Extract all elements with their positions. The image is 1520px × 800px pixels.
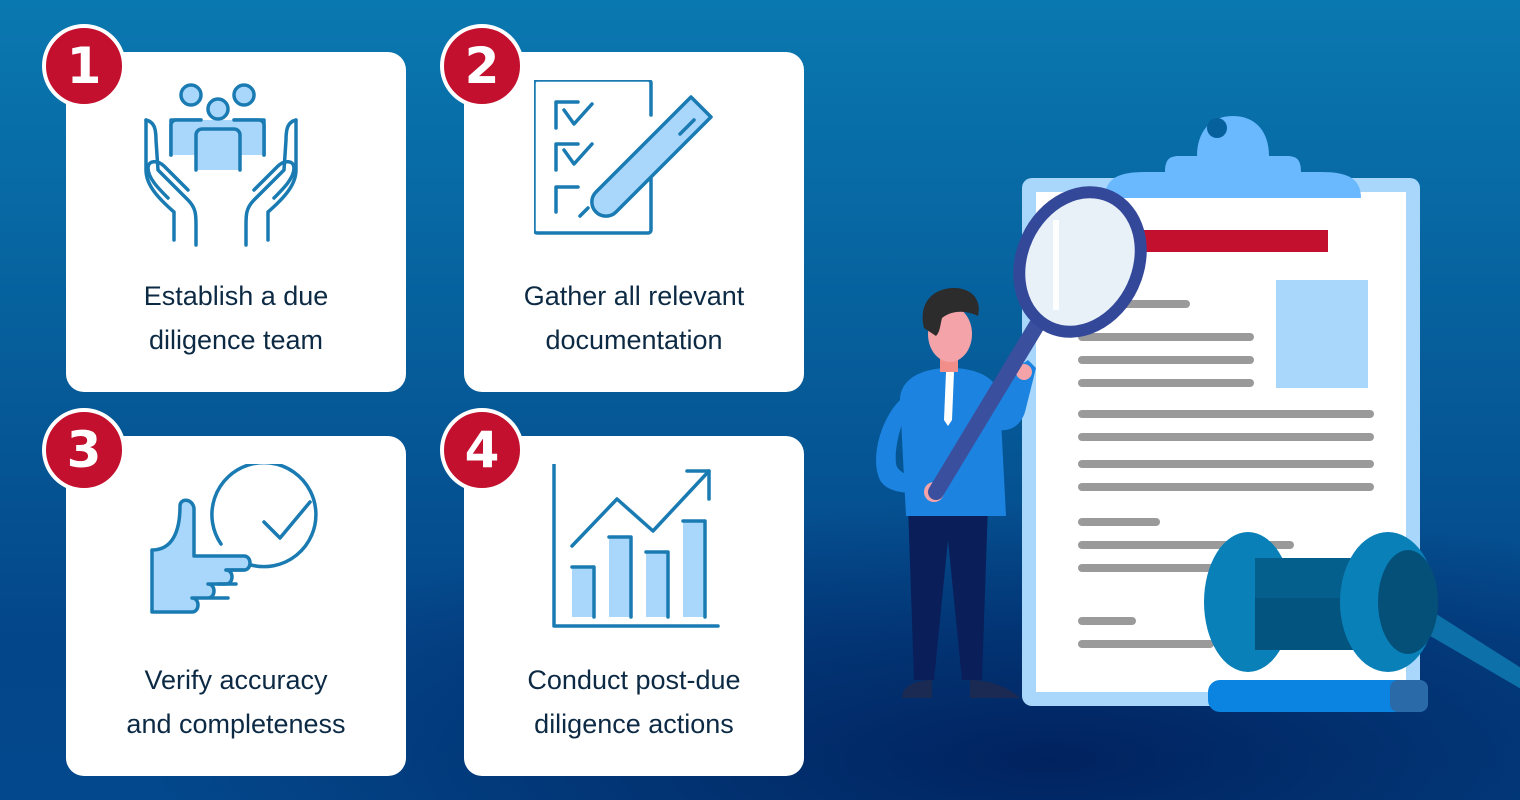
step-caption: Conduct post-due diligence actions [464, 658, 804, 746]
team-in-hands-icon [144, 83, 298, 247]
step-caption-line1: Establish a due [143, 281, 329, 311]
magnifying-glass-icon [928, 186, 1147, 500]
growth-chart-icon [552, 464, 720, 628]
step-card-3: Verify accuracy and completeness [66, 436, 406, 776]
step-caption-line1: Conduct post-due [527, 665, 741, 695]
due-diligence-illustration [876, 116, 1520, 712]
step-caption-line2: diligence actions [534, 709, 734, 739]
step-caption: Verify accuracy and completeness [66, 658, 406, 746]
thumbs-up-check-icon [150, 464, 318, 614]
step-caption-line2: and completeness [126, 709, 346, 739]
step-number-badge-3: 3 [42, 408, 126, 492]
gavel-handle [1420, 610, 1520, 689]
step-card-2: Gather all relevant documentation [464, 52, 804, 392]
step-number-badge-2: 2 [440, 24, 524, 108]
step-caption: Gather all relevant documentation [464, 274, 804, 362]
step-card-1: Establish a due diligence team [66, 52, 406, 392]
person-figure [876, 288, 1036, 698]
step-caption: Establish a due diligence team [66, 274, 406, 362]
step-caption-line1: Verify accuracy [144, 665, 328, 695]
checklist-pen-icon [534, 80, 713, 235]
step-caption-line1: Gather all relevant [523, 281, 745, 311]
step-caption-line2: diligence team [148, 325, 324, 355]
step-card-4: Conduct post-due diligence actions [464, 436, 804, 776]
gavel-icon [1204, 532, 1438, 712]
step-caption-line2: documentation [545, 325, 723, 355]
step-number-badge-4: 4 [440, 408, 524, 492]
step-number-badge-1: 1 [42, 24, 126, 108]
